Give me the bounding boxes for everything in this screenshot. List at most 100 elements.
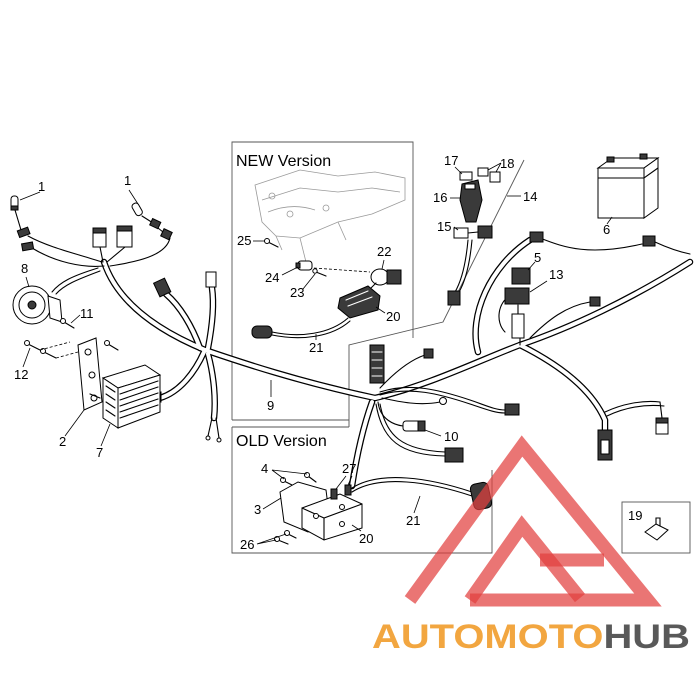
callout-10: 10 — [444, 429, 458, 444]
callout-12: 12 — [14, 367, 28, 382]
bolt-12-dashes — [39, 341, 79, 359]
wire-left-bulb — [14, 209, 22, 231]
frame-sketch-outline — [254, 169, 406, 239]
sensor-22-connector — [386, 269, 402, 285]
leader-13 — [529, 280, 548, 293]
terminal-27-a — [330, 488, 338, 500]
wire-upper-connector-b — [458, 239, 473, 293]
harness-up-left-inner — [164, 292, 202, 350]
leader-11 — [70, 314, 81, 324]
leader-6 — [606, 216, 613, 225]
part-19 — [644, 517, 669, 541]
frame-sketch-curve — [267, 206, 316, 213]
connector-lower-right-cap — [655, 417, 669, 424]
battery-band — [597, 167, 659, 179]
callout-5: 5 — [534, 250, 541, 265]
callout-4: 4 — [261, 461, 268, 476]
callout-19: 19 — [628, 508, 642, 523]
clip-18-b — [489, 171, 501, 183]
new-version-box — [231, 141, 414, 421]
leader-4 — [271, 469, 308, 480]
leader-12 — [22, 347, 31, 368]
bracket-2-screw — [89, 343, 119, 399]
screw-11-head — [60, 318, 66, 324]
old-version-label: OLD Version — [236, 433, 327, 450]
wire-top-right-end — [654, 241, 691, 255]
callout-21-new: 21 — [309, 340, 323, 355]
wire-lower-right-b — [606, 404, 665, 417]
leader-1-right — [128, 189, 139, 205]
bolt-12-a-head — [24, 340, 30, 346]
left-connector-b — [20, 241, 35, 252]
bulb-right — [131, 202, 173, 241]
bracket-2-screw-head — [104, 340, 110, 346]
callout-8: 8 — [21, 261, 28, 276]
bolt-12-b-head — [40, 348, 46, 354]
connector-branch-down-face — [600, 439, 610, 455]
coil-20-old-hole — [339, 521, 345, 527]
wire-upper-connector — [454, 239, 469, 293]
leader-20-new — [375, 306, 386, 314]
screws-11 — [60, 318, 75, 329]
callout-2: 2 — [59, 434, 66, 449]
clip-17 — [459, 171, 473, 181]
connector-mid-right — [439, 397, 447, 405]
wire-mid-right-c — [381, 397, 441, 405]
logo-triangle-inner — [464, 515, 586, 604]
cap-21-new — [251, 325, 273, 339]
bulb-left — [10, 195, 19, 211]
connector-upper — [447, 290, 461, 306]
part-15-link — [467, 231, 479, 234]
battery-terminal-a — [606, 156, 615, 163]
regulator-side-fins — [105, 385, 116, 417]
relays-left — [92, 225, 133, 248]
leader-lines — [19, 162, 613, 545]
callout-1-right: 1 — [124, 173, 131, 188]
callout-17: 17 — [444, 153, 458, 168]
callout-23: 23 — [290, 285, 304, 300]
cable-21-new-a — [271, 317, 349, 336]
connector-mid-right-end — [504, 403, 520, 416]
leader-7 — [100, 423, 111, 447]
wire-mid-up — [379, 354, 426, 389]
callout-21-old: 21 — [406, 513, 420, 528]
part-15-a — [453, 227, 469, 239]
wire-horn — [51, 267, 99, 293]
battery-6 — [596, 153, 660, 219]
callout-15: 15 — [437, 219, 451, 234]
part-15-b — [477, 225, 493, 239]
wire-relay-block — [517, 304, 521, 346]
bulb-right-connector-b — [160, 228, 173, 241]
clip-18-a — [477, 167, 489, 177]
screw-26-a — [277, 539, 289, 545]
wire-to-fuse — [377, 401, 404, 427]
connector-16-top — [464, 183, 476, 190]
lead-end — [216, 437, 222, 443]
multi-connector — [369, 344, 385, 384]
wire-relay-a — [99, 246, 104, 263]
wire-horn-b — [55, 270, 101, 295]
connector-up-center — [205, 271, 217, 288]
leader-15 — [453, 226, 459, 231]
callout-24: 24 — [265, 270, 279, 285]
bulb-left-base — [10, 205, 19, 211]
version-frames — [231, 141, 691, 554]
callout-7: 7 — [96, 445, 103, 460]
relay-block-13 — [504, 287, 530, 305]
frame-sketch-hole — [286, 210, 294, 218]
harness-to-regulator-inner — [158, 350, 206, 400]
callout-14: 14 — [523, 189, 537, 204]
callout-18: 18 — [500, 156, 514, 171]
wire-left-connector-b — [31, 247, 105, 267]
old-version-box — [231, 426, 493, 554]
lead-end — [205, 435, 211, 441]
terminal-27-b — [344, 484, 352, 496]
screw-11-shaft — [63, 321, 75, 329]
harness-lower-left-inner — [206, 352, 217, 420]
horn-center — [27, 300, 37, 310]
sensor-22-body — [370, 268, 390, 286]
coil-20-old-hole — [339, 504, 345, 510]
screw-26-b-head — [284, 530, 290, 536]
leader-5 — [527, 261, 536, 271]
